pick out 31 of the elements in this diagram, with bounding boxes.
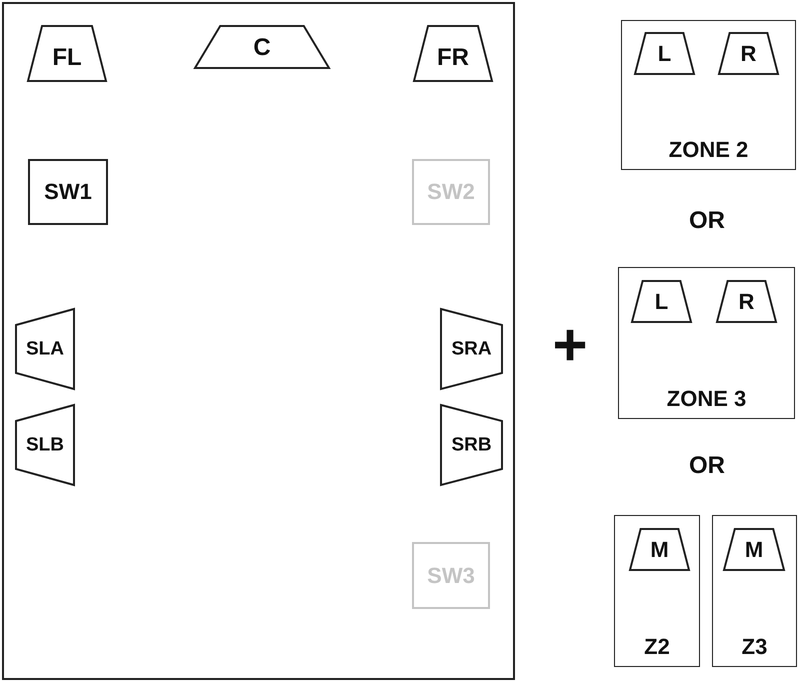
speaker-label: FL — [52, 46, 82, 70]
zone-label: Z3 — [742, 636, 768, 658]
speaker-label: R — [740, 43, 756, 66]
zone-box — [614, 515, 700, 667]
speaker-label: SLA — [26, 340, 64, 358]
speaker-label: FR — [437, 46, 469, 70]
speaker-label: L — [654, 291, 668, 314]
speaker-label: L — [658, 43, 672, 66]
zone-box — [621, 20, 796, 170]
zone-label: Z2 — [644, 636, 670, 658]
speaker-label: R — [738, 291, 754, 314]
speaker-label: SRB — [451, 436, 492, 454]
speaker-label: M — [744, 539, 764, 562]
zone-label: ZONE 3 — [666, 388, 746, 410]
speaker-label: C — [253, 36, 271, 60]
plus-sign: + — [552, 315, 588, 375]
zone-label: ZONE 2 — [668, 139, 748, 161]
subwoofer-label: SW2 — [427, 181, 475, 203]
subwoofer-label: SW3 — [427, 564, 475, 586]
subwoofer-label: SW1 — [44, 181, 92, 203]
speaker-label: SLB — [26, 436, 64, 454]
zone-box — [712, 515, 797, 667]
separator-text: OR — [689, 454, 725, 478]
speaker-label: SRA — [451, 340, 492, 358]
subwoofer-box — [28, 159, 108, 225]
room-outline — [2, 2, 515, 680]
speaker-label: M — [650, 539, 669, 562]
separator-text: OR — [689, 209, 725, 233]
zone-box — [618, 267, 795, 419]
subwoofer-box — [412, 542, 490, 609]
subwoofer-box — [412, 159, 490, 225]
